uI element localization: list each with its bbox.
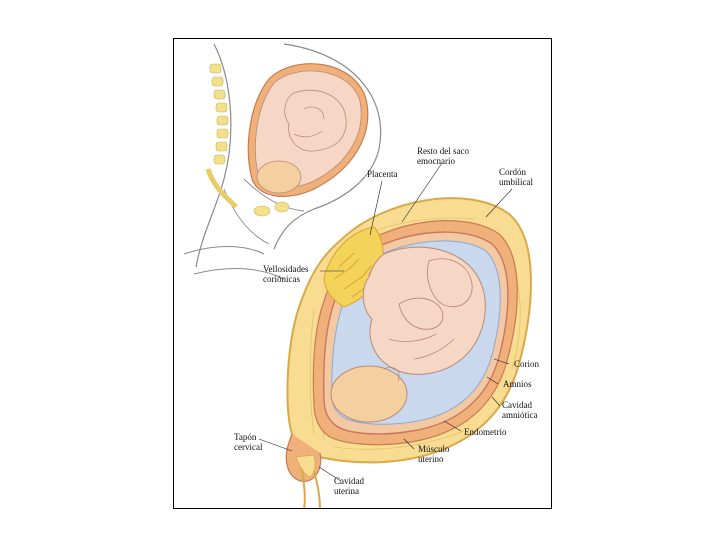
label-endometrio: Endometrio [464, 427, 507, 437]
inset-fetal-body [285, 90, 346, 151]
label-amnios: Amnios [503, 379, 532, 389]
label-corion: Corion [514, 359, 539, 369]
main-uterus [286, 198, 531, 509]
fetal-head [331, 366, 407, 422]
uterus-diagram [174, 39, 552, 509]
label-musculo-uterino: Músculo uterino [418, 444, 450, 464]
label-cordon-umbilical: Cordón umbilical [499, 167, 533, 187]
label-cavidad-uterina: Cavidad uterina [334, 476, 364, 496]
label-vellosidades: Vellosidades coriónicas [263, 264, 309, 284]
inset-fetal-head [257, 161, 301, 193]
label-resto-saco: Resto del saco emocnario [417, 146, 469, 166]
label-placenta: Placenta [367, 169, 398, 179]
label-tapon-cervical: Tapón cervical [234, 432, 262, 452]
figure-frame: Resto del saco emocnario Placenta Cordón… [173, 38, 552, 509]
label-cavidad-amniotica: Cavidad amniótica [502, 400, 538, 420]
